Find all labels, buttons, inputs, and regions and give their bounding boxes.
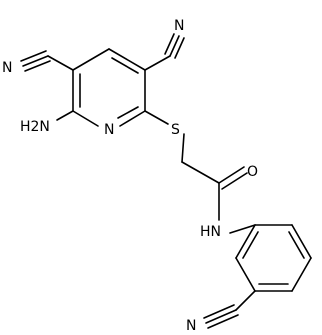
bond-c6-n1-inner xyxy=(117,106,139,119)
bond-nh-aryl xyxy=(229,224,256,234)
triple-bond-bottom-a xyxy=(205,309,237,324)
bond-co-o-b xyxy=(221,172,248,190)
bond-b5-b6 xyxy=(235,257,256,292)
bond-c4-c5-inner xyxy=(111,57,139,74)
bond-c2-nh2 xyxy=(56,110,74,121)
nitrile-n-bottom-label: N xyxy=(186,318,196,334)
bond-s-ch2 xyxy=(181,133,185,163)
triple-bond-left-b xyxy=(20,50,47,62)
triple-bond-top-a xyxy=(169,35,180,57)
triple-bond-bottom-c xyxy=(207,314,239,329)
triple-bond-left-c xyxy=(24,60,51,72)
triple-bond-top-b xyxy=(164,33,175,55)
benzene-ring xyxy=(235,224,312,292)
bond-co-o-a xyxy=(218,166,245,184)
nitrile-bottom-group xyxy=(203,290,256,329)
bond-c3-c4 xyxy=(72,48,110,71)
triple-bond-left-a xyxy=(22,55,49,67)
bond-n1-c2 xyxy=(72,110,99,127)
bond-c4-c5 xyxy=(108,48,146,71)
bond-c3-cn-left xyxy=(47,55,74,71)
carbonyl-oxygen-label: O xyxy=(247,164,258,180)
bond-b2-b3-inner xyxy=(288,231,305,259)
bond-b3-b4 xyxy=(291,257,312,292)
bond-b6-b1 xyxy=(235,224,256,259)
sulfur-label: S xyxy=(171,122,180,138)
bond-b6-b1-inner xyxy=(242,231,259,259)
pyridine-ring xyxy=(72,48,146,127)
amide-label: HN xyxy=(200,224,221,240)
bond-c6-n1 xyxy=(119,110,146,127)
bond-aryl-cn xyxy=(235,290,256,311)
triple-bond-bottom-b xyxy=(203,304,235,319)
amino-label: H2N xyxy=(20,119,50,135)
nitrile-n-left-label: N xyxy=(2,60,12,76)
bond-b2-b3 xyxy=(291,224,312,259)
nitrile-top-group xyxy=(144,33,185,71)
bond-c5-cn-top xyxy=(144,55,171,71)
triple-bond-top-c xyxy=(174,37,185,59)
bond-ch2-co xyxy=(181,161,220,184)
bond-c6-s xyxy=(144,110,169,125)
nitrile-n-top-label: N xyxy=(174,18,184,34)
nitrile-left-group xyxy=(20,50,74,72)
ring-nitrogen-label: N xyxy=(104,122,114,138)
